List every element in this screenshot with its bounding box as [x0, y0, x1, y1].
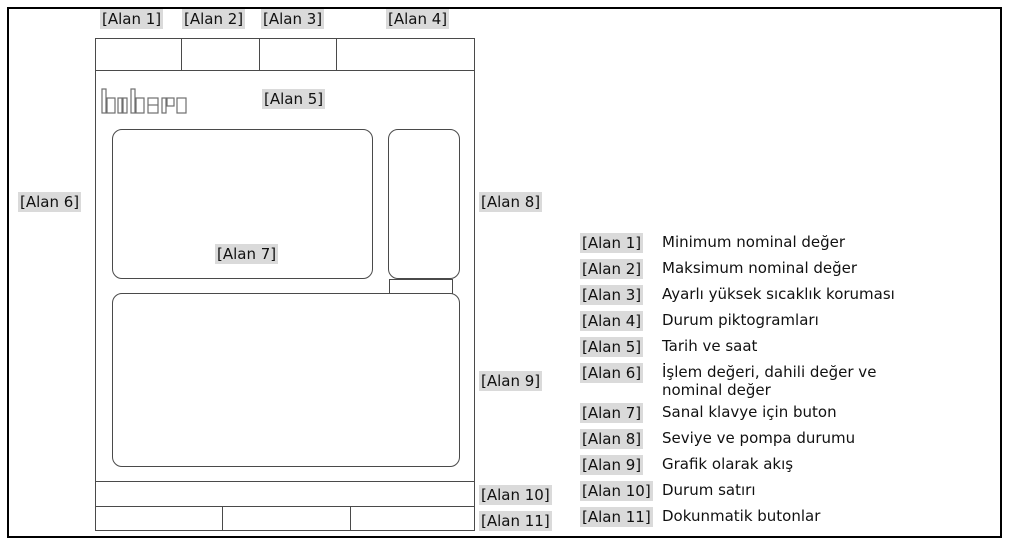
- tag-alan-5: [Alan 5]: [262, 89, 326, 109]
- legend-row-alan-8: [Alan 8] Seviye ve pompa durumu: [580, 429, 990, 455]
- side-tag-alan-9: [Alan 9]: [479, 371, 543, 391]
- legend-tag: [Alan 4]: [580, 311, 644, 331]
- side-tag-alan-8: [Alan 8]: [479, 192, 543, 212]
- field-alan-3: [260, 39, 337, 70]
- legend-row-alan-9: [Alan 9] Grafik olarak akış: [580, 455, 990, 481]
- status-fields-bar: [96, 39, 474, 71]
- legend-description: Ayarlı yüksek sıcaklık koruması: [662, 285, 895, 303]
- legend-tag: [Alan 2]: [580, 259, 644, 279]
- legend-description: Durum satırı: [662, 481, 756, 499]
- huber-logo-icon: [101, 88, 187, 114]
- legend-tag: [Alan 3]: [580, 285, 644, 305]
- top-tag-alan-1: [Alan 1]: [100, 9, 164, 29]
- legend-tag: [Alan 8]: [580, 429, 644, 449]
- field-alan-4: [337, 39, 474, 70]
- legend-row-alan-10: [Alan 10] Durum satırı: [580, 481, 990, 507]
- top-tag-alan-2: [Alan 2]: [182, 9, 246, 29]
- legend-description: Maksimum nominal değer: [662, 259, 858, 277]
- legend-row-alan-3: [Alan 3] Ayarlı yüksek sıcaklık koruması: [580, 285, 990, 311]
- legend-tag: [Alan 10]: [580, 481, 653, 501]
- legend-description: Sanal klavye için buton: [662, 403, 837, 421]
- legend-description: Durum piktogramları: [662, 311, 819, 329]
- device-screen-panel: [Alan 5] [Alan 7]: [95, 38, 475, 531]
- side-tag-alan-6: [Alan 6]: [18, 192, 82, 212]
- touch-button-right[interactable]: [351, 507, 474, 531]
- legend-description: Seviye ve pompa durumu: [662, 429, 856, 447]
- touch-button-left[interactable]: [96, 507, 223, 531]
- field-alan-1: [96, 39, 182, 70]
- top-tag-alan-4: [Alan 4]: [386, 9, 450, 29]
- legend-description: Tarih ve saat: [662, 337, 758, 355]
- top-tag-alan-3: [Alan 3]: [261, 9, 325, 29]
- legend-description: İşlem değeri, dahili değer ve nominal de…: [662, 363, 877, 399]
- legend-row-alan-5: [Alan 5] Tarih ve saat: [580, 337, 990, 363]
- legend-tag: [Alan 9]: [580, 455, 644, 475]
- legend-tag: [Alan 1]: [580, 233, 644, 253]
- graph-area: [112, 293, 460, 467]
- legend-row-alan-11: [Alan 11] Dokunmatik butonlar: [580, 507, 990, 533]
- touch-buttons-bar: [96, 507, 474, 531]
- legend-row-alan-1: [Alan 1] Minimum nominal değer: [580, 233, 990, 259]
- legend-tag: [Alan 6]: [580, 363, 644, 383]
- tag-alan-7: [Alan 7]: [215, 244, 279, 264]
- legend-row-alan-2: [Alan 2] Maksimum nominal değer: [580, 259, 990, 285]
- side-tag-alan-11: [Alan 11]: [479, 511, 552, 531]
- touch-button-middle[interactable]: [223, 507, 351, 531]
- legend-description: Dokunmatik butonlar: [662, 507, 821, 525]
- level-pump-area: [388, 129, 460, 279]
- legend-row-alan-7: [Alan 7] Sanal klavye için buton: [580, 403, 990, 429]
- status-line: [96, 481, 474, 507]
- legend-tag: [Alan 5]: [580, 337, 644, 357]
- legend-row-alan-6: [Alan 6] İşlem değeri, dahili değer ve n…: [580, 363, 990, 403]
- field-alan-2: [182, 39, 260, 70]
- legend-description: Grafik olarak akış: [662, 455, 794, 473]
- legend-tag: [Alan 7]: [580, 403, 644, 423]
- legend-tag: [Alan 11]: [580, 507, 653, 527]
- legend: [Alan 1] Minimum nominal değer [Alan 2] …: [580, 233, 990, 533]
- legend-description: Minimum nominal değer: [662, 233, 846, 251]
- legend-row-alan-4: [Alan 4] Durum piktogramları: [580, 311, 990, 337]
- side-tag-alan-10: [Alan 10]: [479, 485, 552, 505]
